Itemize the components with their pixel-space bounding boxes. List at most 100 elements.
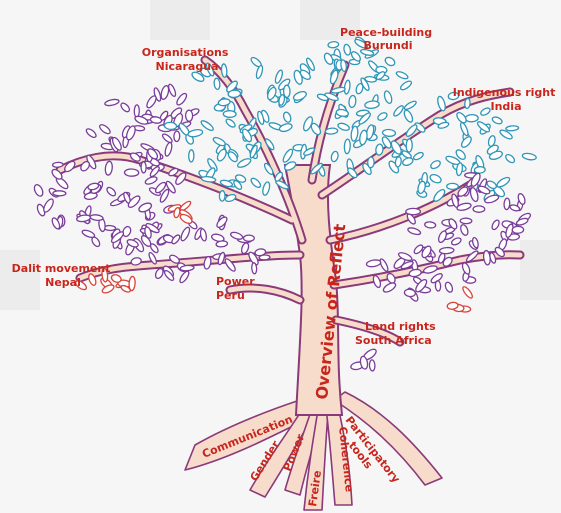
leaf (292, 90, 307, 102)
label-land-rights-south-africa: Land rights South Africa (355, 320, 440, 347)
leaf (377, 111, 389, 122)
leaf (124, 169, 138, 176)
leaf (33, 183, 45, 197)
leaf (90, 214, 103, 221)
leaf (480, 107, 492, 117)
leaf (522, 152, 537, 160)
leaf (406, 139, 412, 152)
leaf (243, 235, 254, 241)
leaf (435, 281, 441, 292)
leaf (167, 83, 177, 97)
leaf (364, 100, 379, 109)
leaf (429, 173, 443, 184)
leaf (221, 64, 227, 78)
leaf (473, 206, 485, 212)
leaf (53, 191, 66, 196)
leaf (170, 234, 181, 245)
leaf (278, 122, 292, 132)
leaf (227, 150, 239, 163)
leaf (141, 162, 146, 173)
leaf (402, 156, 414, 166)
leaf (506, 125, 519, 131)
leaf (250, 177, 262, 189)
leaf (366, 259, 381, 268)
leaf (383, 90, 393, 104)
leaf (465, 114, 478, 122)
leaf (496, 176, 511, 189)
leaf (395, 70, 408, 80)
leaf (262, 181, 271, 196)
leaf (223, 111, 236, 118)
leaf (215, 215, 228, 229)
leaf (379, 258, 390, 272)
leaf (282, 111, 292, 123)
leaf (504, 198, 510, 210)
leaf (85, 127, 98, 139)
leaf (236, 157, 252, 169)
leaf (424, 221, 436, 228)
leaf (251, 263, 257, 274)
leaf (403, 100, 417, 111)
leaf (399, 79, 413, 91)
leaf (145, 94, 158, 109)
leaf (219, 191, 225, 202)
leaf (461, 285, 474, 299)
leaf (461, 262, 471, 275)
leaf (325, 128, 338, 135)
leaf (455, 111, 468, 124)
leaf (491, 116, 503, 125)
leaf (228, 90, 241, 98)
leaf (154, 267, 164, 279)
leaf (412, 151, 424, 161)
leaf (328, 41, 339, 48)
leaf (138, 201, 153, 213)
leaf (52, 162, 63, 168)
leaf (369, 360, 375, 371)
leaf (459, 122, 469, 137)
leaf (451, 237, 463, 247)
leaf (180, 265, 194, 271)
leaf (350, 126, 358, 142)
leaf (164, 142, 173, 157)
leaf (491, 219, 501, 231)
leaf (464, 98, 470, 108)
leaf (359, 130, 368, 146)
leaf (186, 110, 193, 121)
leaf (214, 78, 221, 90)
leaf (367, 157, 374, 168)
leaf (512, 226, 524, 233)
leaf (189, 150, 194, 162)
leaf (436, 96, 446, 112)
leaf (459, 224, 469, 237)
leaf (460, 218, 472, 224)
leaf (343, 44, 351, 56)
leaf (199, 228, 207, 241)
leaf (164, 122, 177, 130)
leaf (460, 135, 473, 149)
leaf (444, 281, 454, 293)
leaf (403, 109, 415, 123)
leaf (504, 153, 516, 164)
leaf (98, 123, 111, 135)
leaf (179, 226, 191, 242)
leaf (407, 227, 421, 236)
leaf (348, 95, 356, 108)
leaf (344, 139, 351, 154)
leaf (120, 102, 131, 114)
leaf (429, 159, 441, 170)
leaf (474, 166, 485, 173)
leaf (134, 105, 139, 117)
leaf (282, 148, 295, 164)
leaf (447, 183, 459, 189)
leaf (175, 92, 188, 106)
leaf (104, 98, 119, 106)
leaf (255, 65, 263, 79)
leaf (330, 151, 339, 163)
leaf (516, 217, 529, 226)
leaf (105, 186, 117, 197)
leaf (225, 118, 237, 129)
leaf (63, 160, 77, 174)
leaf (344, 80, 351, 94)
leaf (283, 85, 290, 97)
